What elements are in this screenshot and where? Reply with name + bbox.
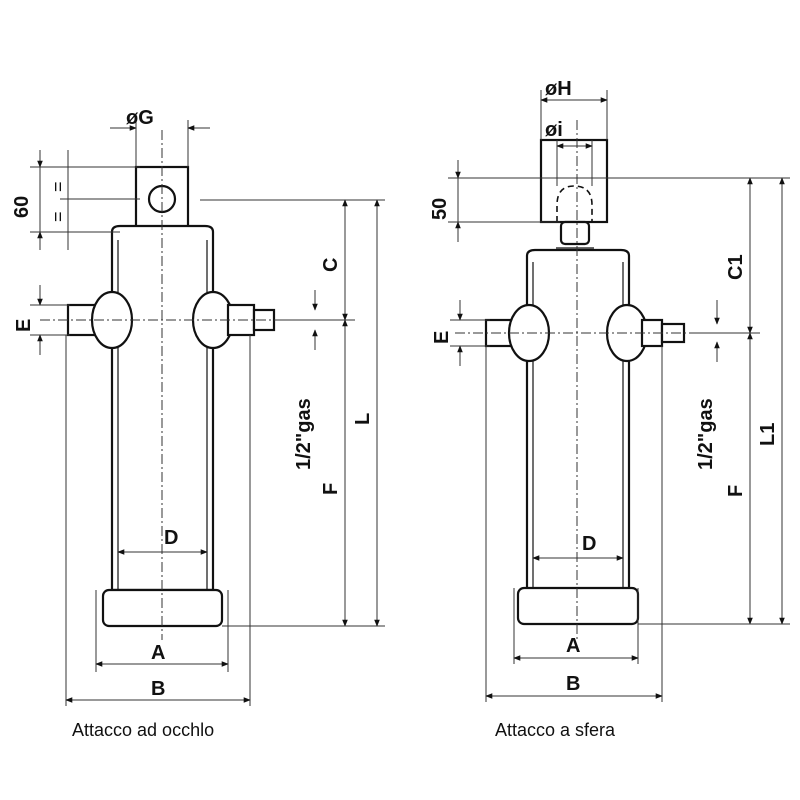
label-e: E — [13, 319, 35, 332]
dimension-b-ball: B — [485, 346, 663, 702]
dimension-a: A — [95, 590, 229, 672]
ball-mount-view: øH øi 50 E — [429, 78, 790, 740]
label-eq-2: = — [48, 211, 68, 222]
ball-head — [539, 138, 609, 249]
port-gas: 1/2"gas — [293, 290, 318, 470]
label-l: L — [352, 413, 374, 425]
dimension-e-ball: E — [431, 300, 490, 366]
label-gas-ball: 1/2"gas — [695, 398, 717, 470]
label-a: A — [151, 642, 165, 664]
dimension-d-ball: D — [532, 533, 624, 561]
label-d: D — [164, 527, 178, 549]
label-b: B — [151, 678, 165, 700]
label-i: øi — [545, 119, 563, 141]
dimension-l1: L1 — [638, 177, 790, 625]
label-b-ball: B — [566, 673, 580, 695]
dimension-f: F — [320, 319, 348, 627]
label-c: C — [320, 258, 342, 272]
label-a-ball: A — [566, 635, 580, 657]
label-eq-1: = — [48, 181, 68, 192]
dimension-e: E — [13, 285, 70, 355]
caption-ball-mount: Attacco a sfera — [495, 720, 616, 740]
label-d-ball: D — [582, 533, 596, 555]
label-l1: L1 — [757, 423, 779, 446]
label-f-ball: F — [725, 485, 747, 497]
label-f: F — [320, 483, 342, 495]
caption-eye-mount: Attacco ad occhlo — [72, 720, 214, 740]
dimension-f-ball: F — [725, 332, 753, 625]
cylinder-body-ball — [516, 248, 640, 626]
dimension-l: L — [222, 199, 385, 627]
dimension-d: D — [117, 527, 208, 555]
label-e-ball: E — [431, 331, 453, 344]
dimension-b: B — [65, 335, 251, 706]
label-50: 50 — [429, 198, 451, 220]
label-60: 60 — [11, 196, 33, 218]
dimension-h: øH — [540, 78, 608, 140]
dimension-50: 50 — [429, 160, 607, 242]
label-g: øG — [126, 107, 154, 129]
port-gas-ball: 1/2"gas — [695, 300, 720, 470]
dimension-c: C — [200, 199, 385, 321]
label-c1: C1 — [725, 254, 747, 280]
dimension-a-ball: A — [513, 588, 639, 664]
eye-mount-view: øG 60 = = E C — [11, 107, 385, 740]
label-h: øH — [545, 78, 572, 100]
label-gas: 1/2"gas — [293, 398, 315, 470]
dimension-g: øG — [110, 107, 210, 167]
dimension-60: 60 = = — [11, 150, 140, 250]
